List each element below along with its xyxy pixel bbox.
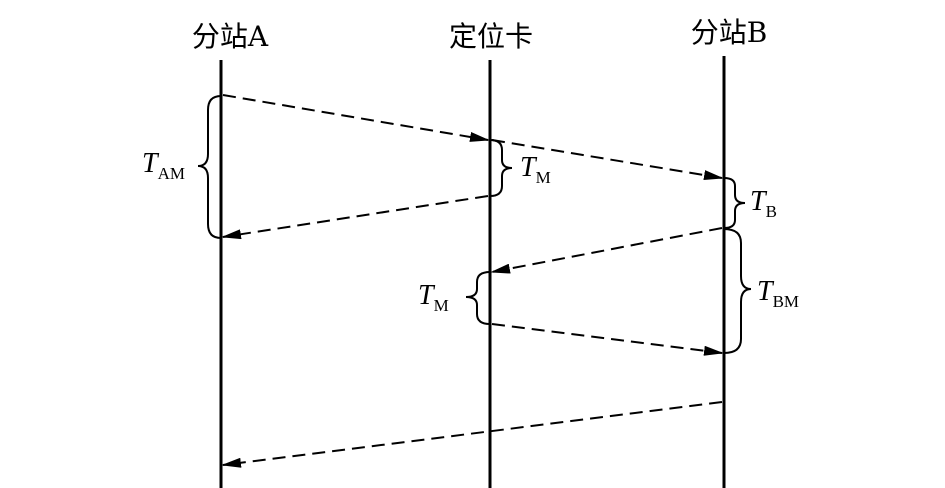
label-t-m-lower: TM xyxy=(418,280,449,315)
brace-t-bm xyxy=(723,228,752,354)
brace-t-m-upper xyxy=(489,139,513,197)
brace-t-m-lower xyxy=(465,271,491,325)
message-card-to-a xyxy=(221,195,489,240)
label-t-bm: TBM xyxy=(757,276,799,311)
lifeline-label-station-a: 分站A xyxy=(192,20,269,53)
message-a-to-card xyxy=(222,94,490,142)
message-card-to-b-reply xyxy=(491,323,724,356)
label-t-m-upper: TM xyxy=(520,152,551,187)
lifeline-label-station-b: 分站B xyxy=(691,16,768,49)
label-t-b: TB xyxy=(750,186,777,221)
label-t-am: TAM xyxy=(142,148,185,183)
brace-t-am xyxy=(197,95,222,239)
brace-t-b xyxy=(723,177,746,229)
lifeline-label-locator-card: 定位卡 xyxy=(449,20,533,53)
message-b-to-card xyxy=(490,227,723,274)
message-b-to-a xyxy=(221,401,723,468)
